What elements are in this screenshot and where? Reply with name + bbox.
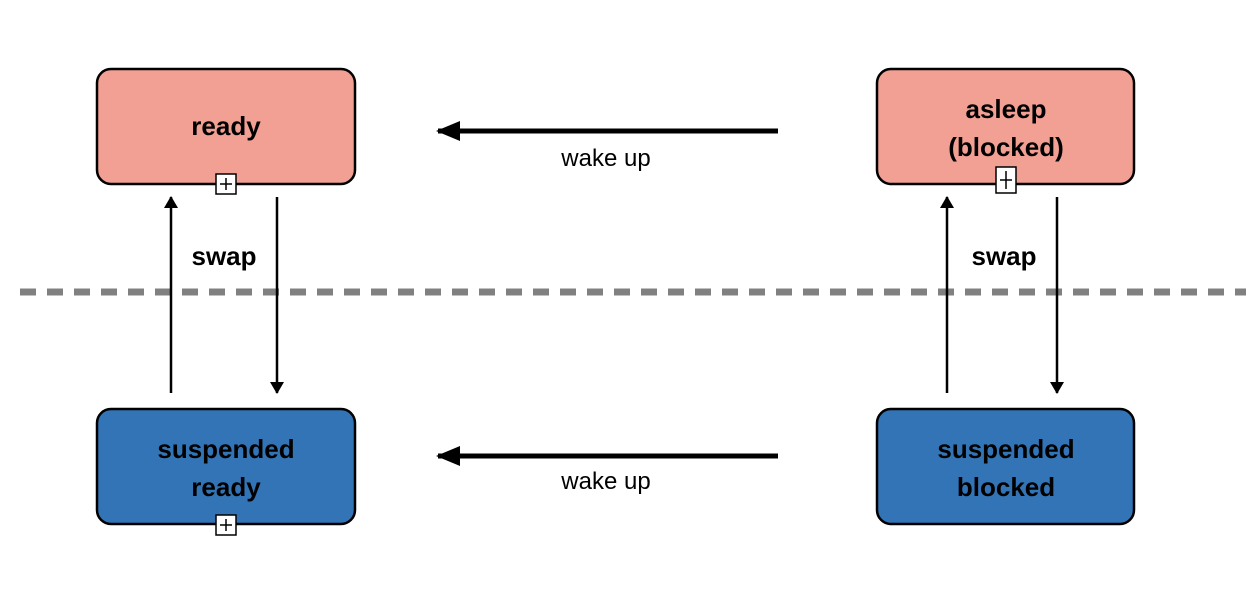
state-suspended-blocked-label-line1: suspended [937, 434, 1074, 464]
state-suspended-blocked-label-line2: blocked [957, 472, 1055, 502]
state-suspended-blocked[interactable]: suspended blocked [875, 407, 1136, 526]
state-ready-label: ready [191, 111, 261, 141]
state-suspended-ready[interactable]: suspended ready [95, 407, 357, 526]
state-asleep-label-line1: asleep [966, 94, 1047, 124]
wake-up-label-top: wake up [560, 145, 650, 172]
state-asleep-label-line2: (blocked) [948, 132, 1064, 162]
state-ready[interactable]: ready [95, 67, 357, 186]
state-suspended-ready-label-line1: suspended [157, 434, 294, 464]
swap-label-right: swap [971, 241, 1036, 271]
wake-up-label-bottom: wake up [560, 468, 650, 495]
state-suspended-ready-label-line2: ready [191, 472, 261, 502]
swap-label-left: swap [191, 241, 256, 271]
